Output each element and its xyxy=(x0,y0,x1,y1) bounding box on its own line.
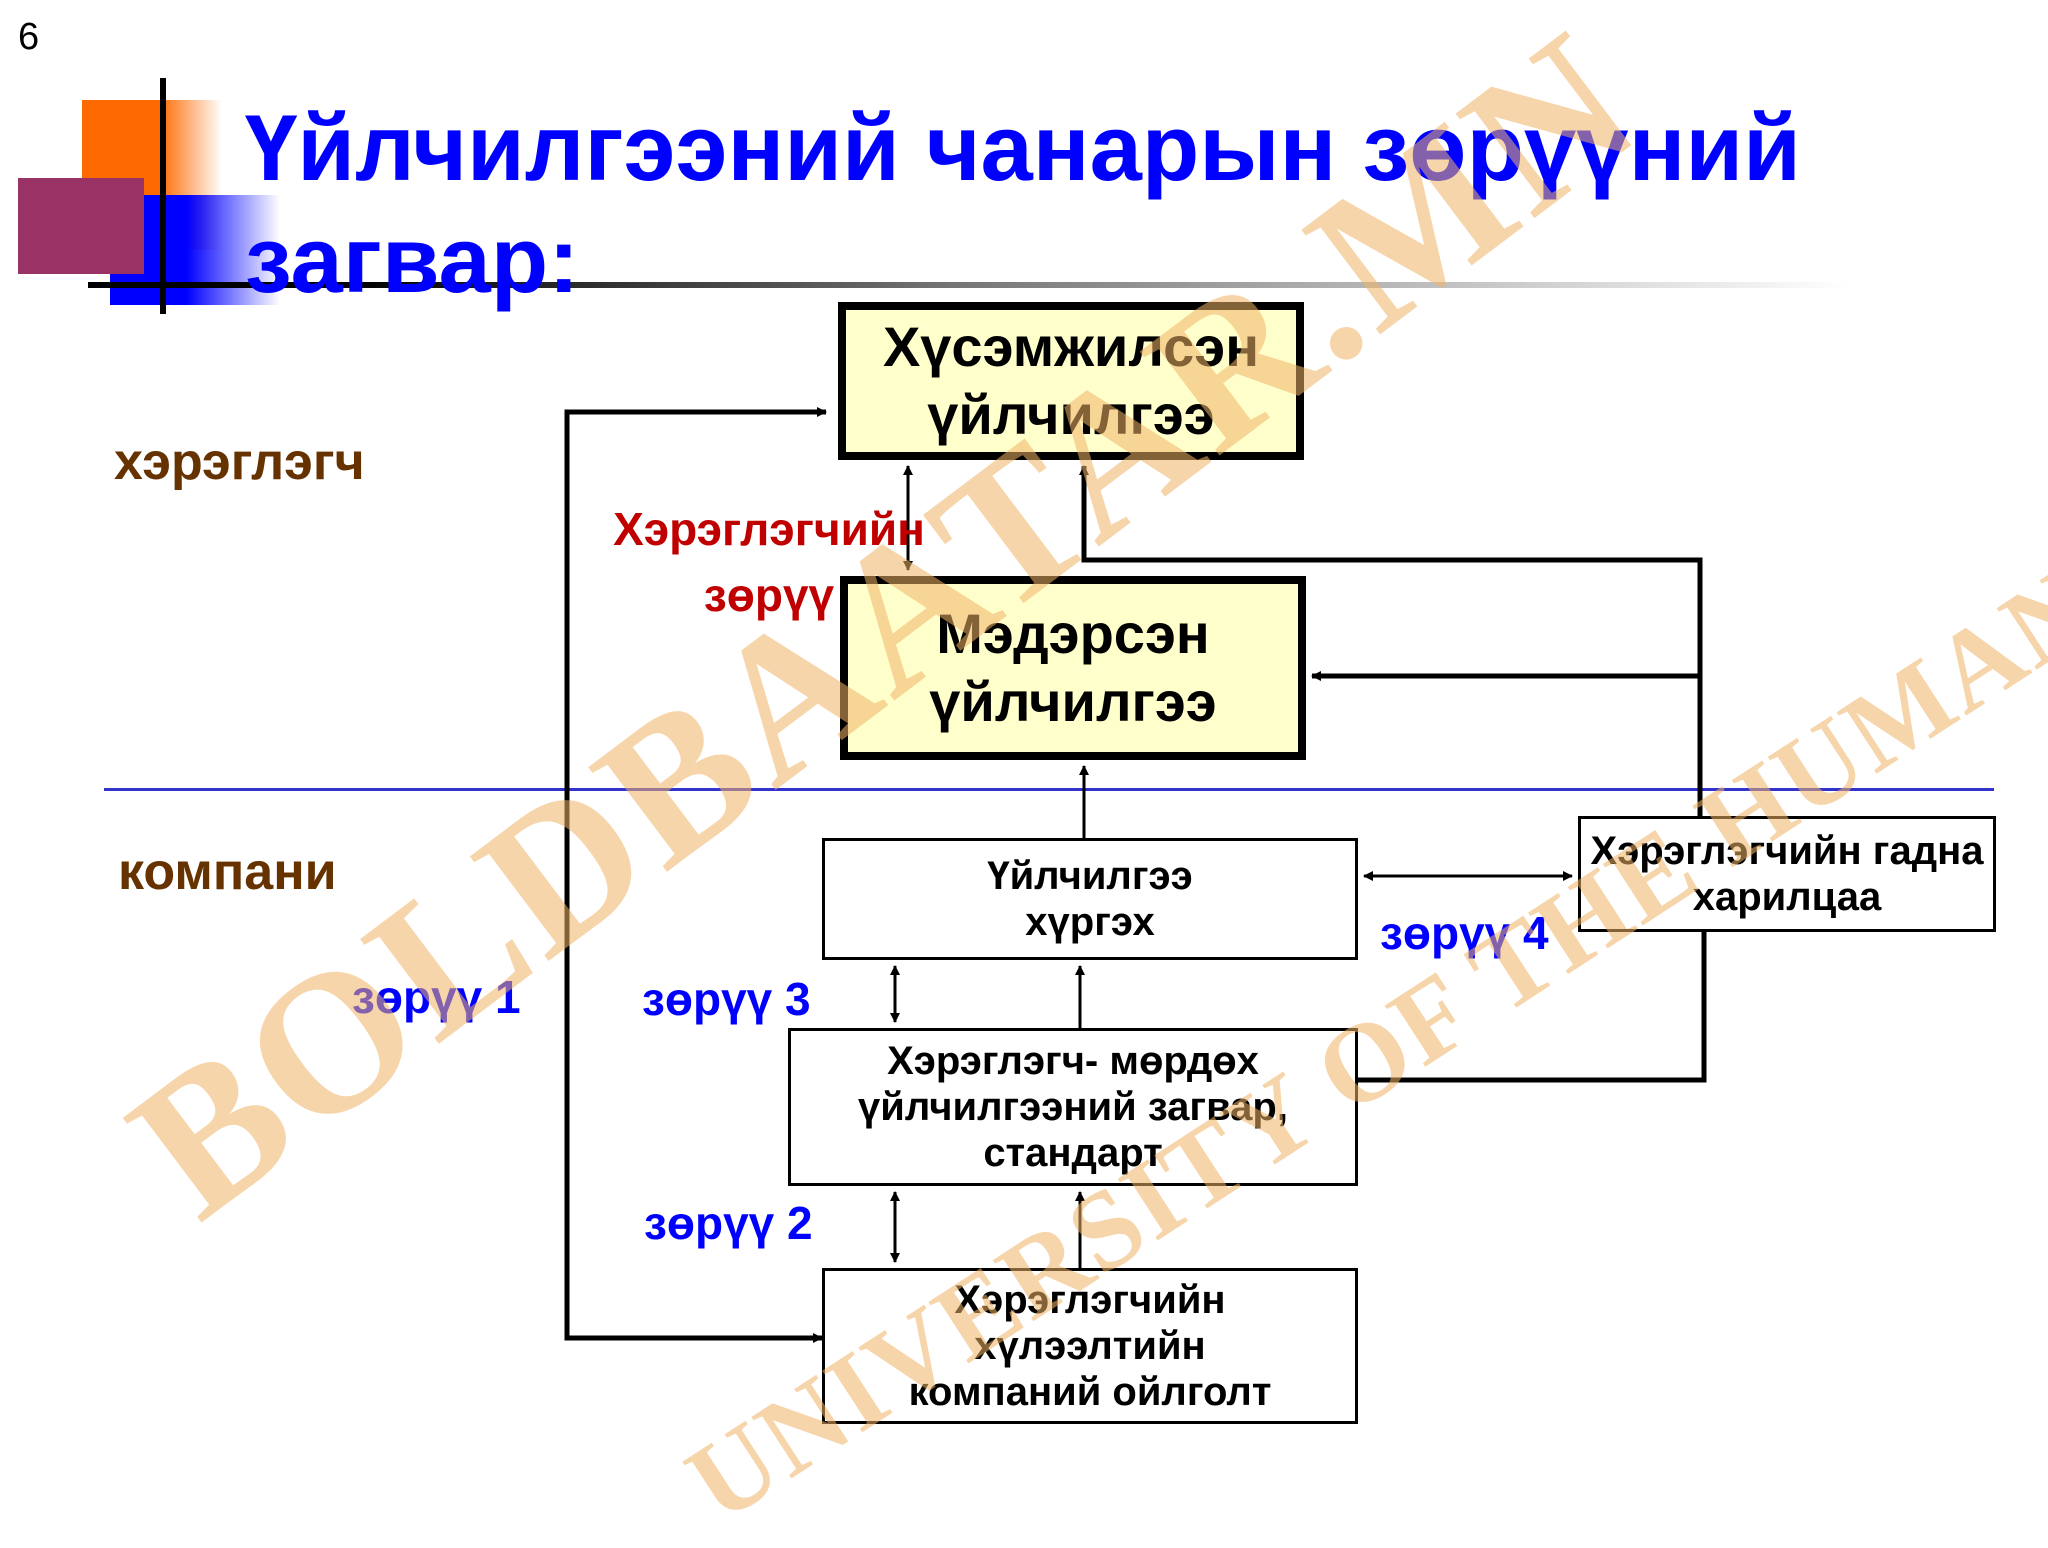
external-to-expected-arrow xyxy=(1079,465,1703,676)
expected-service-label: Хүсэмжилсэн үйлчилгээ xyxy=(882,315,1260,446)
perceived-service-box: Мэдэрсэн үйлчилгээ xyxy=(840,576,1306,760)
expected-service-box: Хүсэмжилсэн үйлчилгээ xyxy=(838,302,1304,460)
logo-maroon-square xyxy=(18,178,144,274)
management-perception-label: Хэрэглэгчийн хүлээлтийн компаний ойлголт xyxy=(908,1278,1272,1414)
service-delivery-label: Үйлчилгээ хүргэх xyxy=(987,854,1193,944)
title-underline xyxy=(88,282,1848,288)
section-label-company: компани xyxy=(118,843,337,901)
external-communication-label: Хэрэглэгчийн гадна харилцаа xyxy=(1590,829,1984,919)
gap-4-label: зөрүү 4 xyxy=(1380,907,1549,959)
section-label-customer: хэрэглэгч xyxy=(114,433,365,491)
customer-gap-label: Хэрэглэгчийн зөрүү xyxy=(613,503,925,621)
service-delivery-box: Үйлчилгээ хүргэх xyxy=(822,838,1358,960)
slide-title: Үйлчилгээний чанарын зөрүүний загвар: xyxy=(245,95,1801,312)
gap-3-label: зөрүү 3 xyxy=(642,973,811,1025)
customer-company-divider xyxy=(104,788,1994,791)
logo-vertical-line xyxy=(160,78,166,314)
management-perception-box: Хэрэглэгчийн хүлээлтийн компаний ойлголт xyxy=(822,1268,1358,1424)
service-standards-box: Хэрэглэгч- мөрдөх үйлчилгээний загвар, с… xyxy=(788,1028,1358,1186)
gap-2-label: зөрүү 2 xyxy=(644,1197,813,1249)
gap-1-label: зөрүү 1 xyxy=(352,971,521,1023)
external-communication-box: Хэрэглэгчийн гадна харилцаа xyxy=(1578,816,1996,932)
external-to-perceived-arrow xyxy=(1311,671,1703,816)
perceived-service-label: Мэдэрсэн үйлчилгээ xyxy=(929,602,1217,733)
standards-to-external-line xyxy=(1358,932,1707,1083)
service-standards-label: Хэрэглэгч- мөрдөх үйлчилгээний загвар, с… xyxy=(858,1039,1288,1175)
page-number: 6 xyxy=(18,16,40,58)
gap-1-connector xyxy=(564,407,827,1343)
